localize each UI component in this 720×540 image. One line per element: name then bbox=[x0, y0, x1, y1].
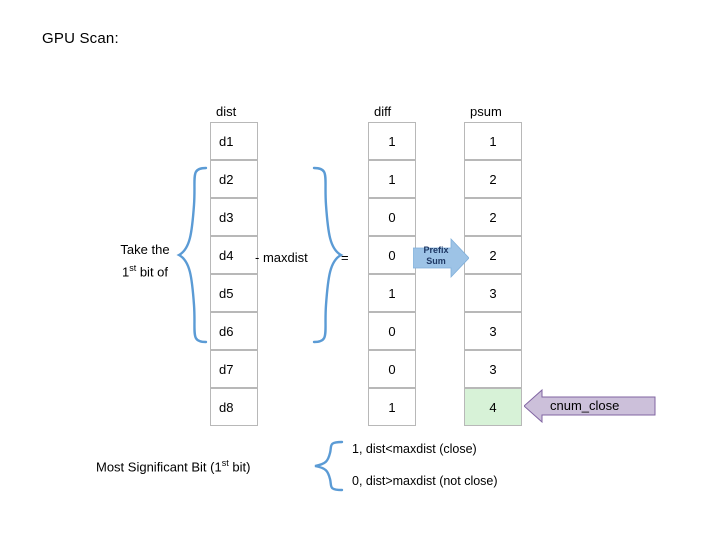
table-cell-dist-5: d5 bbox=[210, 274, 258, 312]
msb-ordinal: st bbox=[221, 458, 229, 468]
take-the-text: Take the bbox=[120, 242, 170, 257]
table-cell-dist-8: d8 bbox=[210, 388, 258, 426]
msb-pre-text: Most Significant Bit (1 bbox=[96, 459, 222, 475]
table-cell-diff-3: 0 bbox=[368, 198, 416, 236]
equals-label: = bbox=[341, 250, 349, 265]
cnum-close-arrow: cnum_close bbox=[523, 388, 656, 424]
table-cell-diff-7: 0 bbox=[368, 350, 416, 388]
page-title: GPU Scan: bbox=[42, 30, 119, 47]
column-header-dist: dist bbox=[216, 104, 237, 119]
right-arrow-icon bbox=[412, 237, 470, 279]
column-header-psum: psum bbox=[470, 104, 502, 119]
column-header-diff: diff bbox=[374, 104, 392, 119]
table-cell-psum-1: 1 bbox=[464, 122, 522, 160]
take-first-bit-label: Take the 1st bit of bbox=[95, 241, 195, 281]
table-cell-dist-3: d3 bbox=[210, 198, 258, 236]
table-cell-dist-6: d6 bbox=[210, 312, 258, 350]
left-arrow-icon bbox=[523, 388, 656, 424]
left-curly-brace-icon bbox=[176, 166, 208, 344]
table-cell-diff-2: 1 bbox=[368, 160, 416, 198]
first-bit-number: 1 bbox=[121, 264, 130, 280]
table-cell-psum-2: 2 bbox=[464, 160, 522, 198]
prefix-sum-label: Prefix Sum bbox=[413, 245, 459, 267]
minus-maxdist-label: - maxdist bbox=[255, 250, 308, 265]
table-cell-psum-3: 2 bbox=[464, 198, 522, 236]
table-cell-dist-1: d1 bbox=[210, 122, 258, 160]
table-cell-diff-8: 1 bbox=[368, 388, 416, 426]
table-cell-diff-6: 0 bbox=[368, 312, 416, 350]
table-cell-diff-4: 0 bbox=[368, 236, 416, 274]
prefix-sum-line1: Prefix bbox=[423, 245, 449, 255]
table-cell-psum-7: 3 bbox=[464, 350, 522, 388]
table-cell-psum-6: 3 bbox=[464, 312, 522, 350]
table-cell-diff-1: 1 bbox=[368, 122, 416, 160]
cnum-close-label: cnum_close bbox=[550, 398, 620, 413]
table-cell-diff-5: 1 bbox=[368, 274, 416, 312]
msb-label: Most Significant Bit (1st bit) bbox=[96, 458, 250, 474]
note-not-close: 0, dist>maxdist (not close) bbox=[352, 474, 498, 488]
table-cell-psum-8: 4 bbox=[464, 388, 522, 426]
prefix-sum-arrow: Prefix Sum bbox=[412, 237, 470, 279]
msb-post-text: bit) bbox=[228, 459, 251, 475]
right-curly-brace-icon bbox=[312, 166, 344, 344]
table-cell-dist-7: d7 bbox=[210, 350, 258, 388]
table-cell-dist-2: d2 bbox=[210, 160, 258, 198]
first-bit-rest: bit of bbox=[136, 264, 169, 280]
note-close: 1, dist<maxdist (close) bbox=[352, 442, 477, 456]
first-bit-ordinal: st bbox=[129, 263, 137, 273]
prefix-sum-line2: Sum bbox=[426, 256, 446, 266]
bottom-curly-brace-icon bbox=[314, 440, 344, 492]
table-cell-dist-4: d4 bbox=[210, 236, 258, 274]
table-cell-psum-4: 2 bbox=[464, 236, 522, 274]
table-cell-psum-5: 3 bbox=[464, 274, 522, 312]
